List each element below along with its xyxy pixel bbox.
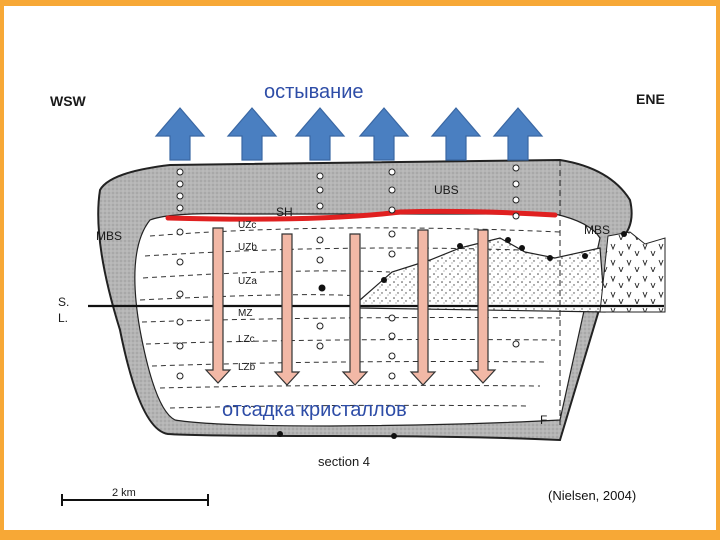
uzc-label: UZc: [238, 220, 256, 231]
country-rock-east: [600, 232, 665, 312]
direction-left-label: WSW: [50, 93, 87, 109]
mbs-right-label: MBS: [584, 223, 610, 237]
scale-bar-label: 2 km: [112, 487, 136, 499]
up-arrow-icon: [494, 108, 542, 160]
sea-level-s-label: S.: [58, 295, 69, 309]
citation: (Nielsen, 2004): [548, 488, 636, 503]
ubs-label: UBS: [434, 183, 459, 197]
section-label: section 4: [318, 454, 370, 469]
up-arrow-icon: [156, 108, 204, 160]
cooling-arrows: [156, 108, 542, 160]
up-arrow-icon: [360, 108, 408, 160]
up-arrow-icon: [432, 108, 480, 160]
direction-right-label: ENE: [636, 91, 665, 107]
layered-series-body: [135, 214, 600, 426]
uzb-label: UZb: [238, 242, 257, 253]
sea-level-l-label: L.: [58, 311, 68, 325]
uza-label: UZa: [238, 276, 257, 287]
fault-label: F: [540, 413, 547, 427]
lzb-label: LZb: [238, 362, 256, 373]
up-arrow-icon: [228, 108, 276, 160]
sh-label: SH: [276, 205, 293, 219]
up-arrow-icon: [296, 108, 344, 160]
mbs-left-label: MBS: [96, 229, 122, 243]
lzc-label: LZc: [238, 334, 255, 345]
mz-label: MZ: [238, 308, 252, 319]
cooling-label: остывание: [264, 81, 364, 103]
settling-label: отсадка кристаллов: [222, 399, 407, 421]
